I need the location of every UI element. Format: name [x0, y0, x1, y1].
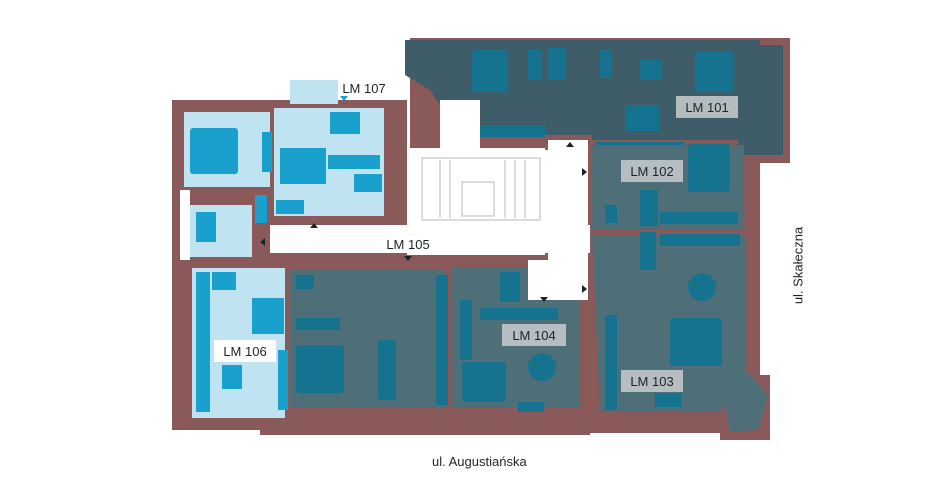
bed-icon [462, 362, 506, 402]
label-lm106: LM 106 [214, 340, 276, 362]
label-lm101: LM 101 [676, 96, 738, 118]
staircase [421, 157, 541, 221]
svg-text:LM 101: LM 101 [685, 100, 728, 115]
table-icon [330, 112, 360, 134]
bed-icon [695, 52, 733, 92]
street-label-augustianska: ul. Augustiańska [432, 454, 527, 469]
svg-text:LM 106: LM 106 [223, 344, 266, 359]
sofa-icon [378, 340, 396, 400]
bed-icon [190, 128, 238, 174]
svg-text:LM 103: LM 103 [630, 374, 673, 389]
common-corridor [180, 100, 590, 300]
label-lm103: LM 103 [621, 370, 683, 392]
svg-text:LM 107: LM 107 [342, 81, 385, 96]
unit-lm102[interactable] [592, 144, 744, 230]
table-icon [252, 298, 284, 334]
label-lm105: LM 105 [386, 237, 429, 252]
bed-icon [670, 318, 722, 366]
entrance-markers [260, 96, 587, 302]
label-lm107: LM 107 [342, 81, 385, 96]
unit-lm107[interactable] [184, 80, 384, 257]
bed-icon [472, 50, 508, 92]
bed-icon [688, 144, 730, 192]
table-icon [625, 105, 659, 131]
unit-lm105[interactable] [290, 270, 448, 408]
bed-icon [296, 345, 344, 393]
unit-lm103[interactable] [592, 232, 768, 432]
table-icon [688, 273, 716, 301]
svg-text:LM 102: LM 102 [630, 164, 673, 179]
svg-text:LM 105: LM 105 [386, 237, 429, 252]
label-lm104: LM 104 [502, 324, 566, 346]
svg-text:LM 104: LM 104 [512, 328, 555, 343]
table-icon [528, 353, 556, 381]
street-label-skaleczna: ul. Skałeczna [790, 226, 806, 305]
label-lm102: LM 102 [621, 160, 683, 182]
unit-lm106[interactable] [192, 268, 288, 418]
